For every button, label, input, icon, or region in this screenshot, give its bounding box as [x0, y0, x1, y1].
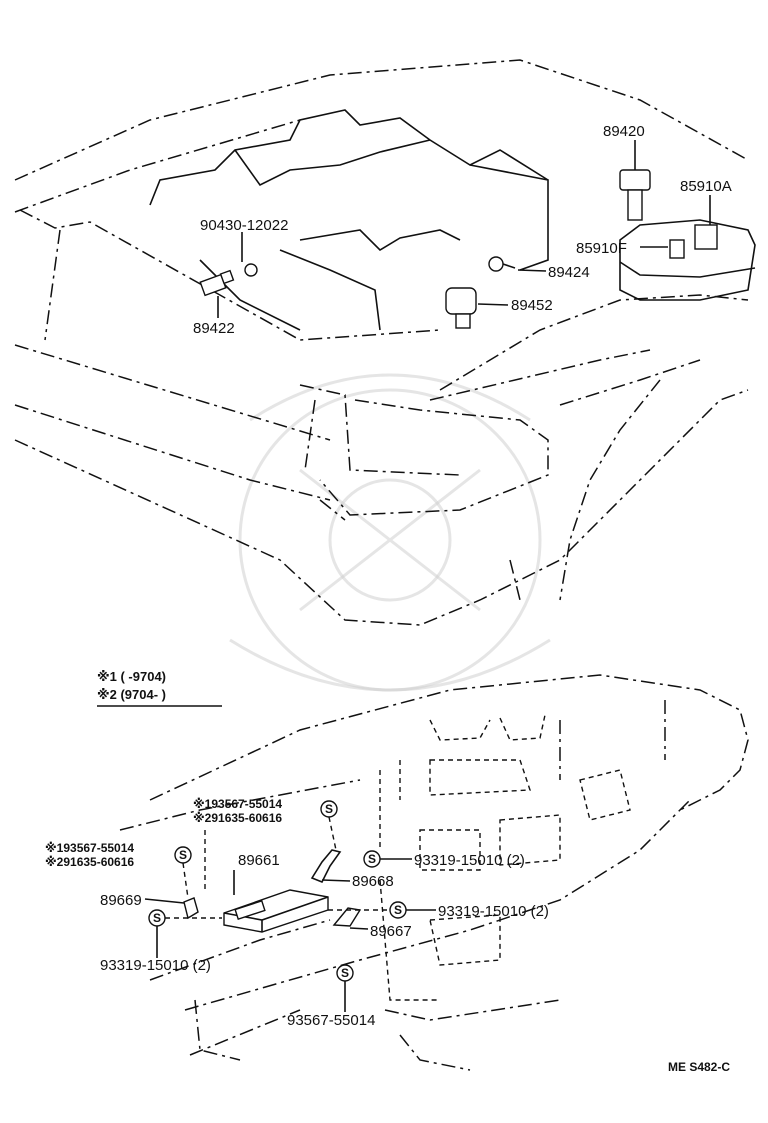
label-93319-15010-b: 93319-15010 (2) [438, 903, 549, 920]
label-291635-60616-left: ※291635-60616 [45, 855, 134, 869]
label-93319-15010-a: 93319-15010 (2) [414, 852, 525, 869]
svg-text:S: S [394, 903, 402, 917]
dashboard-outline [119, 674, 749, 1071]
svg-text:S: S [325, 802, 333, 816]
label-89420: 89420 [603, 123, 645, 140]
bracket-89669 [183, 897, 199, 920]
ecu-89661 [223, 889, 329, 933]
svg-text:S: S [179, 848, 187, 862]
relay-85910F [669, 239, 685, 259]
label-89661: 89661 [238, 852, 280, 869]
label-85910A: 85910A [680, 178, 732, 195]
screw-icon: S [320, 800, 338, 818]
screw-icon: S [148, 909, 166, 927]
upper-leaders [217, 140, 711, 318]
svg-text:S: S [341, 966, 349, 980]
washer-90430-12022 [244, 263, 258, 277]
engine-bay-outline [14, 59, 749, 626]
switch-89424 [488, 256, 516, 272]
svg-text:S: S [153, 911, 161, 925]
sensor-89452 [445, 287, 477, 329]
legend: ※1 ( -9704) ※2 (9704- ) [97, 669, 222, 707]
relay-85910A [694, 224, 718, 250]
svg-text:S: S [368, 852, 376, 866]
bracket-89668 [310, 849, 342, 884]
label-85910F: 85910F [576, 240, 627, 257]
sensor-89420 [619, 169, 651, 221]
label-291635-60616-top: ※291635-60616 [193, 811, 282, 825]
label-89452: 89452 [511, 297, 553, 314]
legend-note-1: ※1 ( -9704) [97, 669, 166, 684]
screw-symbols: S S S S S S [148, 800, 407, 982]
screw-icon: S [174, 846, 192, 864]
screw-icon: S [363, 850, 381, 868]
label-89422: 89422 [193, 320, 235, 337]
footer-code: ME S482-C [668, 1060, 730, 1074]
label-193567-55014-top: ※193567-55014 [193, 797, 282, 811]
screw-icon: S [336, 964, 354, 982]
label-93319-15010-c: 93319-15010 (2) [100, 957, 211, 974]
sensor-89422 [199, 269, 235, 297]
lower-leaders [144, 816, 436, 1012]
label-89668: 89668 [352, 873, 394, 890]
label-89667: 89667 [370, 923, 412, 940]
label-193567-55014-left: ※193567-55014 [45, 841, 134, 855]
watermark-emblem [229, 373, 551, 692]
label-90430-12022: 90430-12022 [200, 217, 288, 234]
label-89669: 89669 [100, 892, 142, 909]
engine-block [149, 109, 549, 331]
screw-icon: S [389, 901, 407, 919]
label-93567-55014: 93567-55014 [287, 1012, 375, 1029]
label-89424: 89424 [548, 264, 590, 281]
relay-box [619, 219, 756, 301]
legend-note-2: ※2 (9704- ) [97, 687, 166, 702]
